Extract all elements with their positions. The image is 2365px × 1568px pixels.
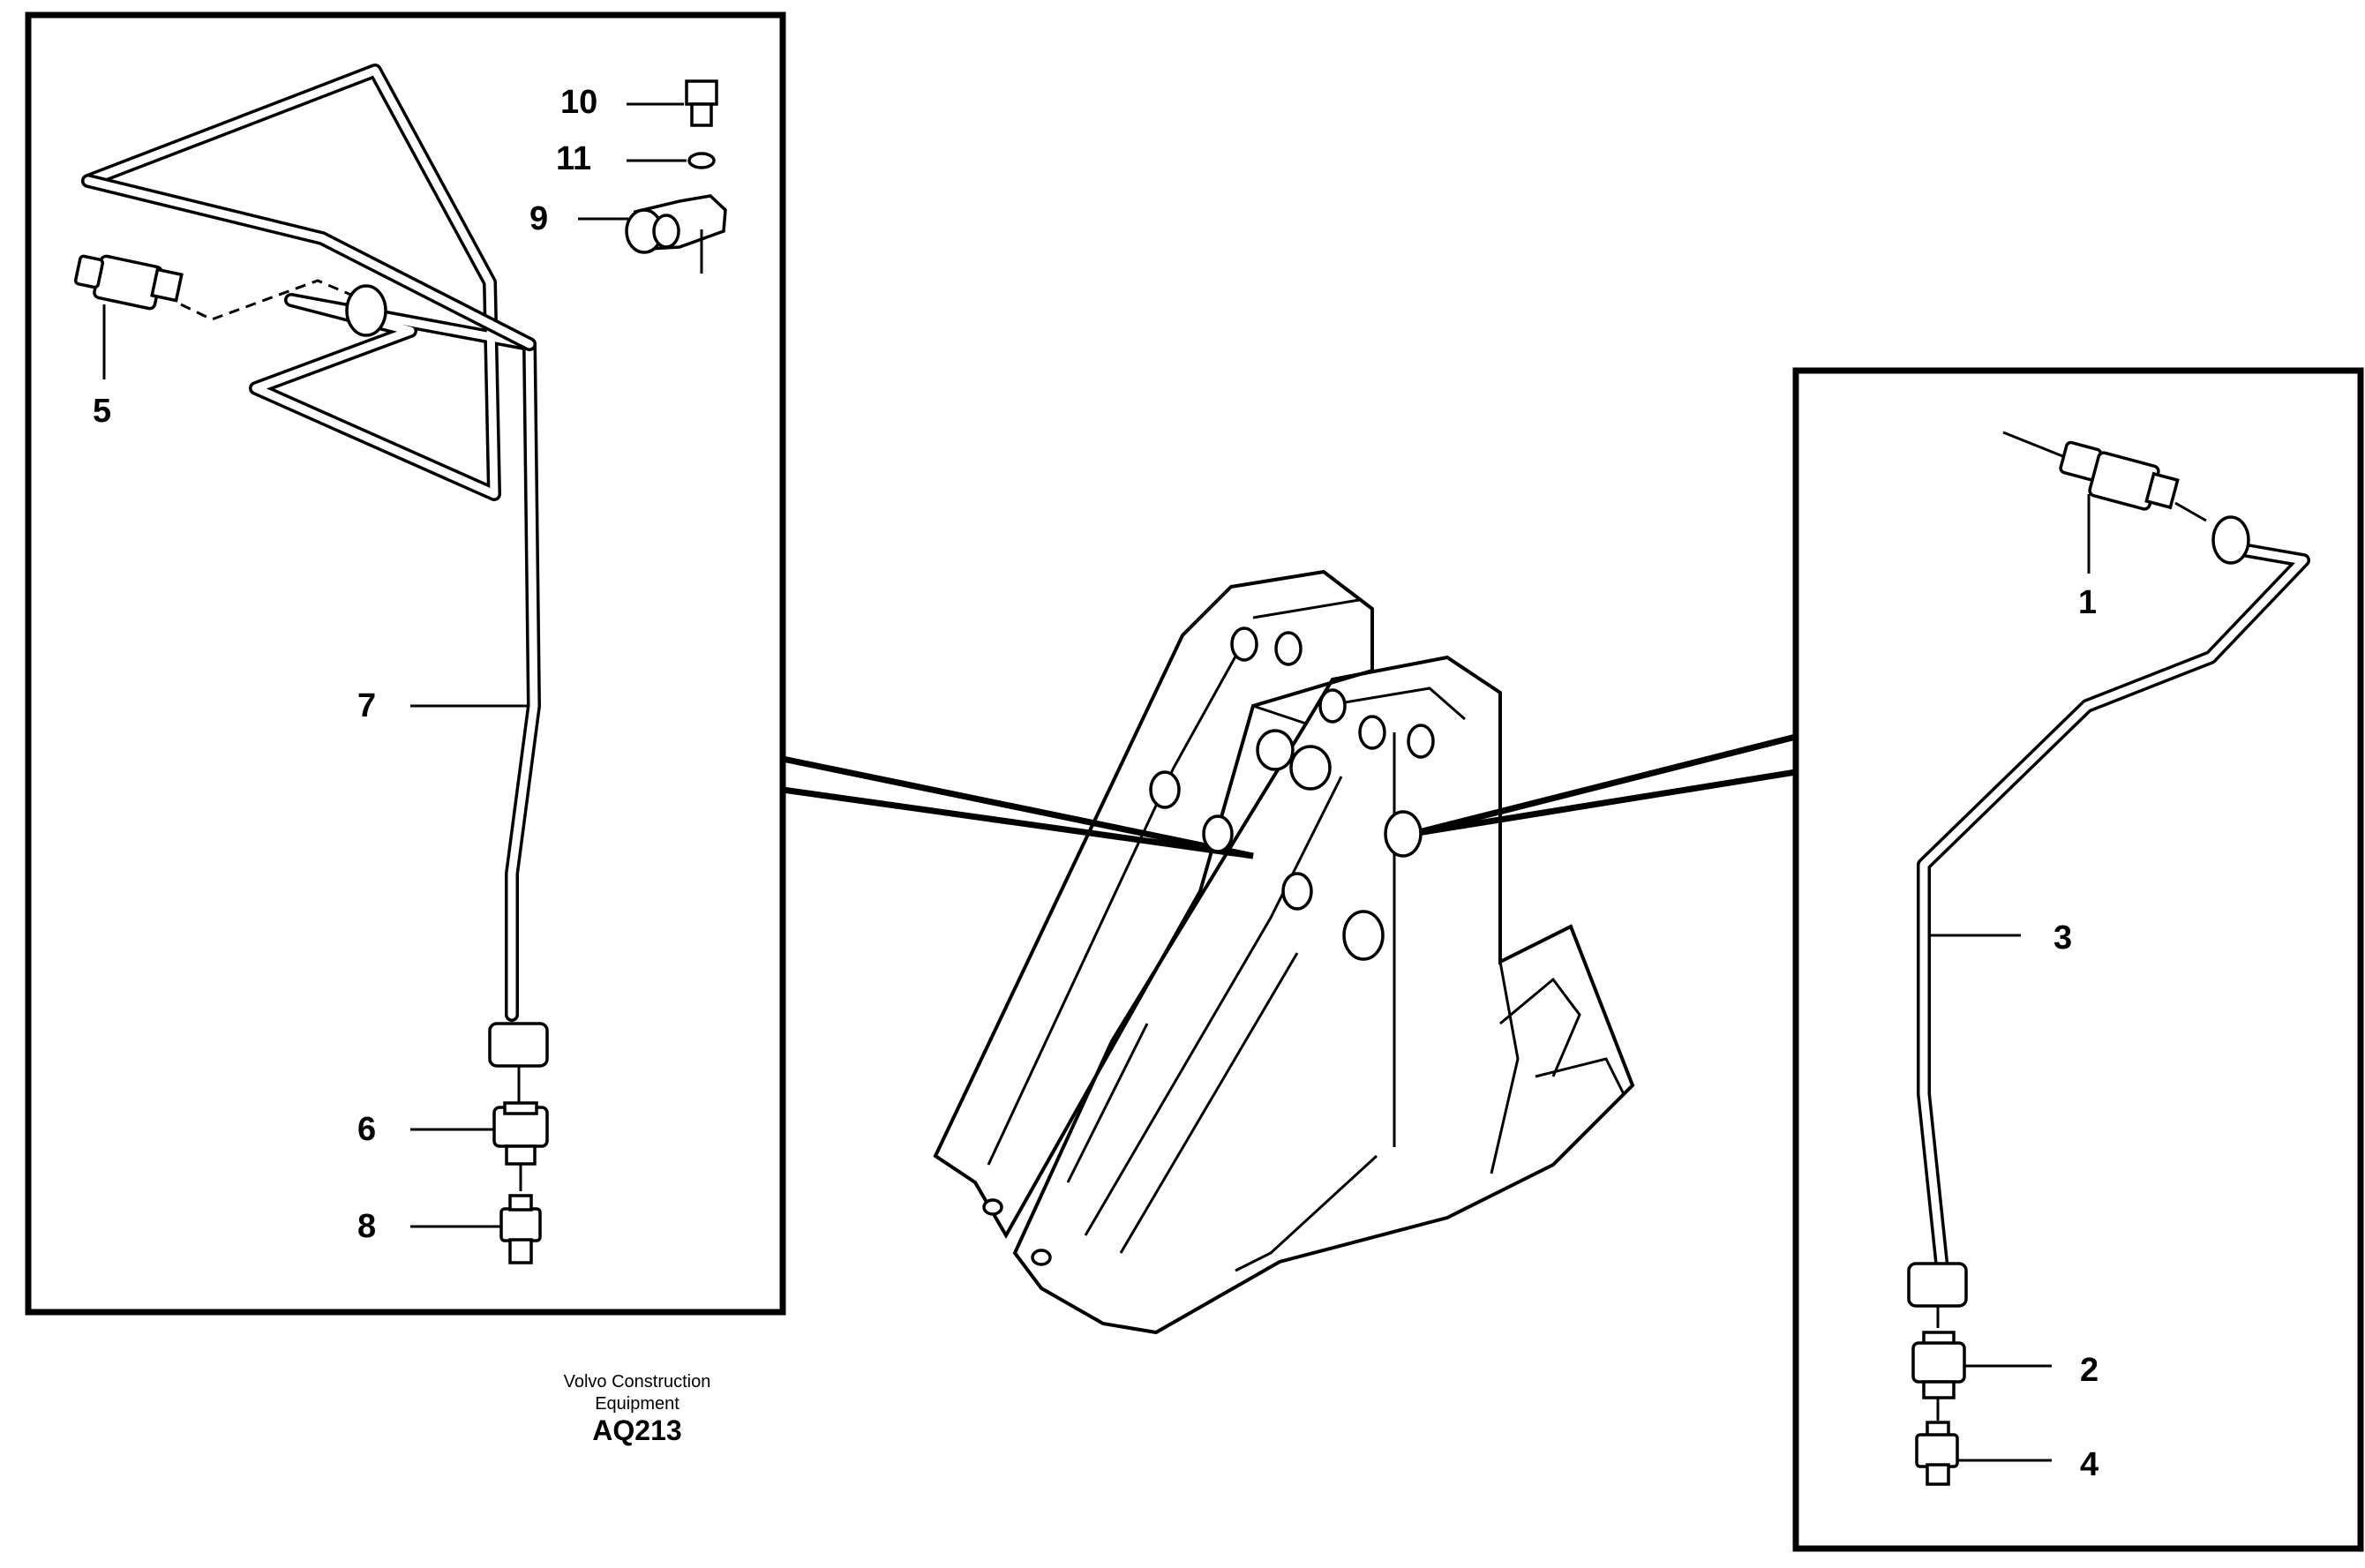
callout-1: 1 bbox=[2078, 584, 2097, 621]
clamp-assembly bbox=[578, 79, 727, 274]
pipe-7 bbox=[81, 64, 541, 1022]
boom-hole bbox=[1202, 814, 1234, 853]
left-detail-panel: 10 11 9 5 7 6 8 bbox=[25, 11, 786, 1316]
boom-hole bbox=[1281, 872, 1313, 911]
connection-dashed-line-5 bbox=[180, 279, 354, 321]
pipe-3 bbox=[1917, 542, 2310, 1269]
callout-10: 10 bbox=[560, 84, 597, 121]
pipe-nut-right-lower bbox=[1907, 1262, 1968, 1308]
callout-3: 3 bbox=[2053, 919, 2072, 957]
boom-front-plate bbox=[1012, 655, 1635, 1335]
callout-8: 8 bbox=[357, 1208, 376, 1245]
boom-hole bbox=[1384, 810, 1423, 858]
caption-company: Volvo Construction bbox=[564, 1372, 711, 1392]
boom-hole bbox=[1342, 910, 1385, 961]
fitting-5 bbox=[73, 254, 184, 379]
callout-2: 2 bbox=[2080, 1352, 2098, 1389]
boom-lug-hole bbox=[982, 1198, 1003, 1216]
caption-company-line2: Equipment bbox=[595, 1394, 679, 1414]
pipe-nut-lower bbox=[488, 1022, 549, 1068]
pipe-nut-right-upper bbox=[2211, 515, 2250, 565]
right-detail-panel: 1 3 2 4 bbox=[1792, 367, 2364, 1552]
pipe-nut-upper bbox=[345, 284, 387, 337]
left-pointer-wedge bbox=[782, 755, 1254, 859]
fitting-1 bbox=[2002, 431, 2250, 574]
boom-hole bbox=[1274, 631, 1303, 666]
right-pointer-wedge bbox=[1411, 733, 1797, 837]
bolt-10 bbox=[685, 79, 718, 106]
washer-11 bbox=[687, 152, 716, 169]
adapter-2 bbox=[1911, 1341, 1966, 1384]
callout-5: 5 bbox=[93, 393, 111, 430]
callout-11: 11 bbox=[556, 140, 591, 177]
caption-code: AQ213 bbox=[592, 1414, 681, 1446]
boom-hole bbox=[1407, 724, 1435, 759]
right-detail-frame bbox=[1792, 367, 2364, 1552]
caption-block: Volvo Construction Equipment AQ213 bbox=[564, 1372, 711, 1446]
boom-pin bbox=[1256, 729, 1295, 771]
boom-hole bbox=[1358, 715, 1386, 750]
adapter-4 bbox=[1915, 1433, 1959, 1468]
boom-lug-hole bbox=[1031, 1249, 1052, 1266]
boom-hole bbox=[1230, 626, 1258, 662]
callout-7: 7 bbox=[357, 687, 376, 724]
boom-bracket-assembly bbox=[933, 569, 1635, 1335]
callout-9: 9 bbox=[529, 200, 548, 237]
nut-2-assembly bbox=[1907, 1262, 1968, 1486]
boom-hole bbox=[1318, 688, 1347, 724]
nut-6-assembly bbox=[488, 1022, 549, 1264]
boom-rear-plate bbox=[933, 569, 1374, 1240]
boom-hole bbox=[1149, 770, 1181, 809]
adapter-8 bbox=[499, 1207, 542, 1242]
callout-6: 6 bbox=[357, 1111, 376, 1148]
boom-pin bbox=[1289, 745, 1332, 791]
left-detail-frame bbox=[25, 11, 786, 1316]
callout-4: 4 bbox=[2080, 1446, 2098, 1483]
